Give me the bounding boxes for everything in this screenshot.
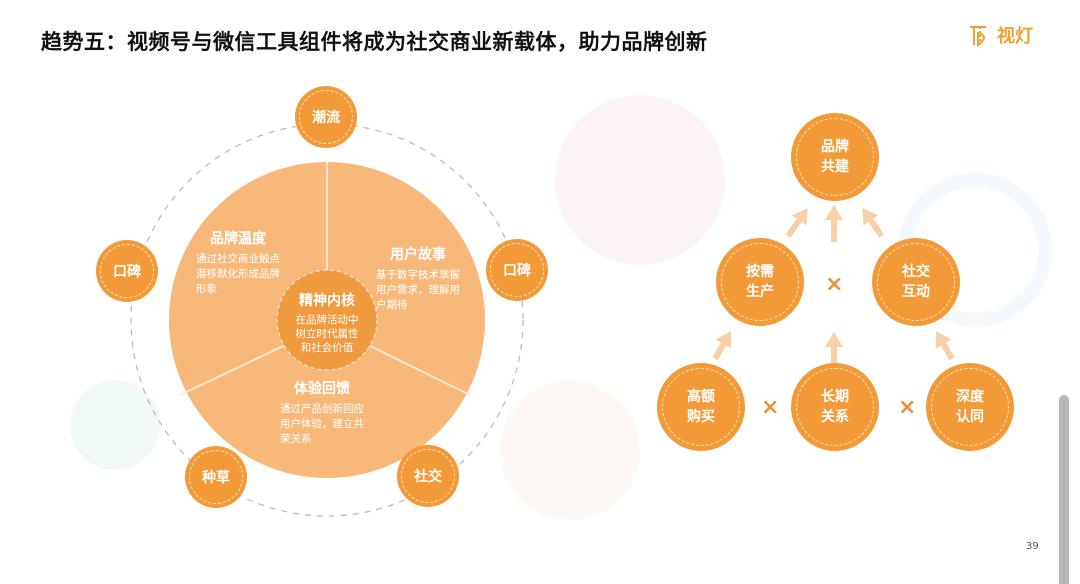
- orbit-node-word-of-mouth-right: 口碑: [486, 239, 548, 301]
- node-label: 长期 关系: [821, 389, 849, 425]
- node-label: 口碑: [113, 264, 141, 280]
- node-label: 社交 互动: [902, 264, 930, 300]
- segment-desc: 通过社交商业触点 潜移默化形成品牌 形象: [196, 253, 280, 295]
- node-label: 按需 生产: [746, 264, 774, 300]
- flow-arrows: [712, 205, 955, 368]
- page-number: 39: [1026, 541, 1039, 552]
- node-label: 潮流: [312, 110, 340, 126]
- brand-logo: 视灯: [968, 22, 1033, 48]
- orbit-node-social: 社交: [397, 445, 459, 507]
- orbit-node-trend: 潮流: [295, 86, 357, 148]
- multiply-icon: ×: [898, 395, 917, 420]
- orbit-node-seeding: 种草: [185, 446, 247, 508]
- core-circle: [277, 270, 377, 370]
- segment-title: 体验回馈: [294, 381, 350, 397]
- lamp-icon: [970, 26, 986, 47]
- node-label: 种草: [202, 470, 230, 486]
- node-deep-recognition: 深度 认同: [926, 363, 1014, 451]
- node-label: 深度 认同: [956, 389, 984, 425]
- node-label: 社交: [414, 469, 442, 485]
- segment-title: 品牌温度: [210, 231, 266, 247]
- node-social-interaction: 社交 互动: [872, 238, 960, 326]
- node-brand-co-build: 品牌 共建: [791, 113, 879, 201]
- scrollbar-thumb[interactable]: [1059, 395, 1069, 584]
- node-label: 口碑: [503, 263, 531, 279]
- background-logo-shapes: [70, 95, 1052, 520]
- segment-desc: 通过产品创新回应 用户体验，建立共 荣关系: [280, 403, 364, 445]
- node-long-term-relationship: 长期 关系: [791, 363, 879, 451]
- node-label: 高额 购买: [687, 389, 715, 425]
- segment-user-story: 用户故事 基于数字技术掌握 用户需求，理解用 户期待: [376, 244, 460, 313]
- multiply-icon: ×: [825, 272, 844, 297]
- segment-desc: 基于数字技术掌握 用户需求，理解用 户期待: [376, 269, 460, 311]
- node-on-demand-production: 按需 生产: [716, 238, 804, 326]
- page-title: 趋势五：视频号与微信工具组件将成为社交商业新载体，助力品牌创新: [41, 30, 708, 54]
- core-desc: 在品牌活动中 树立时代属性 和社会价值: [295, 314, 359, 354]
- segment-title: 用户故事: [390, 247, 446, 263]
- node-label: 品牌 共建: [821, 139, 849, 175]
- segment-brand-warmth: 品牌温度 通过社交商业触点 潜移默化形成品牌 形象: [196, 228, 280, 297]
- multiply-icon: ×: [761, 395, 780, 420]
- core-label: 精神内核 在品牌活动中 树立时代属性 和社会价值: [277, 290, 377, 355]
- orbit-node-word-of-mouth-left: 口碑: [96, 240, 158, 302]
- orbit-ring: [130, 123, 524, 517]
- core-title: 精神内核: [299, 293, 355, 309]
- segment-experience-feedback: 体验回馈 通过产品创新回应 用户体验，建立共 荣关系: [280, 378, 364, 447]
- node-high-purchase: 高额 购买: [657, 363, 745, 451]
- logo-text: 视灯: [997, 26, 1033, 47]
